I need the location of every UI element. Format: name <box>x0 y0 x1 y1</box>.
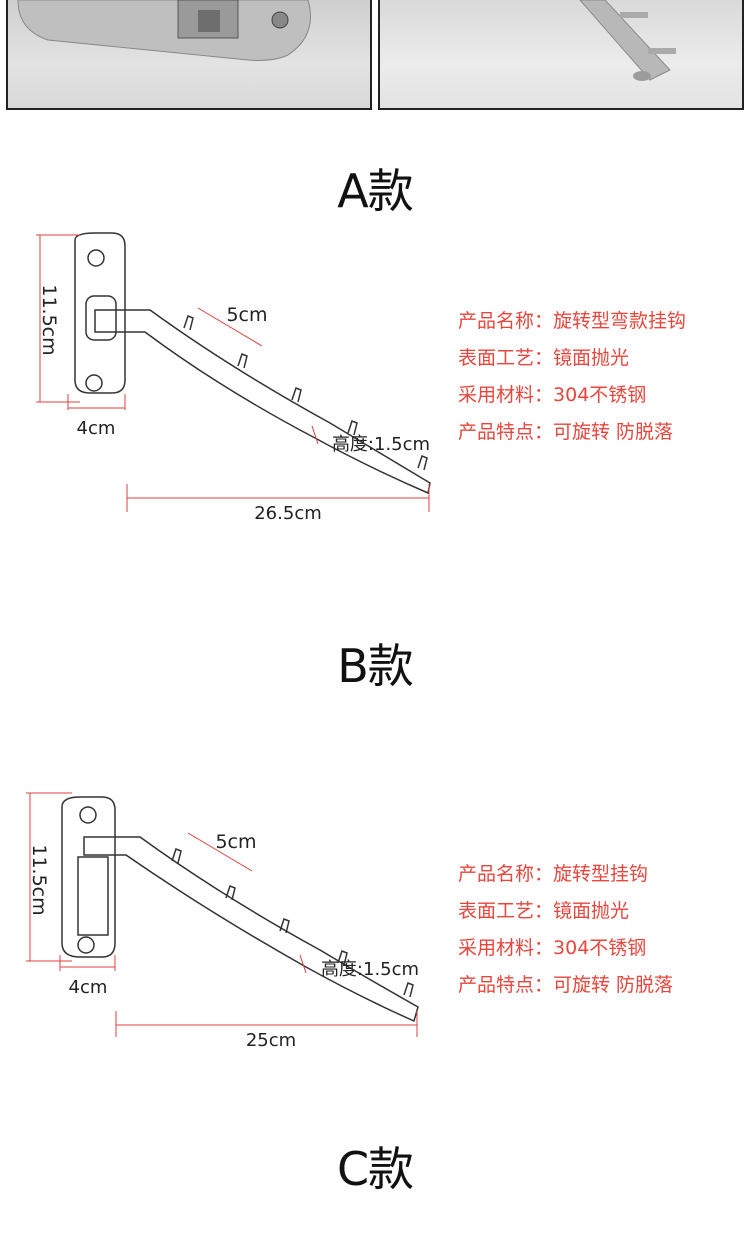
spec-value: 镜面抛光 <box>553 347 630 369</box>
spec-row: 产品特点：可旋转 防脱落 <box>458 967 673 1004</box>
peg-3 <box>291 387 302 403</box>
peg-4 <box>347 420 358 436</box>
screw-hole-top <box>87 249 105 267</box>
peg-1 <box>183 315 194 331</box>
product-photo-a-closeup <box>6 0 372 110</box>
hinge-slot <box>85 295 117 341</box>
dim-spacing-b <box>187 832 253 872</box>
spec-label: 采用材料： <box>458 384 554 406</box>
spec-label: 表面工艺： <box>458 900 554 922</box>
hinge-slot <box>77 856 109 936</box>
dim-height-b <box>26 792 72 962</box>
wall-plate <box>74 232 126 394</box>
screw-hole-bottom <box>85 374 103 392</box>
dim-width-a <box>67 394 126 410</box>
dim-spacing-a <box>197 307 263 347</box>
spec-row: 表面工艺：镜面抛光 <box>458 893 673 930</box>
dim-width-label-b: 4cm <box>69 977 108 998</box>
spec-row: 产品特点：可旋转 防脱落 <box>458 414 686 451</box>
dim-spacing-label-b: 5cm <box>215 831 256 853</box>
dim-hook-height-label-b: 高度:1.5cm <box>321 959 419 980</box>
bracket-photo-graphic <box>17 0 311 61</box>
peg-2 <box>237 353 248 369</box>
dim-length-b <box>115 1011 418 1037</box>
spec-row: 表面工艺：镜面抛光 <box>458 340 686 377</box>
product-photo-rod-closeup <box>378 0 744 110</box>
peg-5 <box>403 982 414 998</box>
peg-2 <box>225 885 236 901</box>
rod-photo-graphic <box>579 0 676 81</box>
spec-value: 可旋转 防脱落 <box>553 421 674 443</box>
dim-length-label-a: 26.5cm <box>254 503 322 524</box>
peg-1 <box>171 848 182 864</box>
peg-4 <box>337 950 348 966</box>
spec-label: 产品名称： <box>458 310 554 332</box>
dim-spacing-label-a: 5cm <box>226 304 267 326</box>
spec-label: 产品特点： <box>458 421 554 443</box>
dim-hook-height-b <box>299 954 307 974</box>
dim-width-b <box>59 955 116 971</box>
hook-diagram-b: 11.5cm 4cm 5cm 高度:1.5cm 25cm <box>26 792 419 1051</box>
spec-label: 产品名称： <box>458 863 554 885</box>
spec-row: 采用材料：304不锈钢 <box>458 930 673 967</box>
dim-hook-height-a <box>311 425 319 445</box>
screw-hole-top <box>79 806 97 824</box>
spec-value: 304不锈钢 <box>553 937 647 959</box>
wall-plate <box>61 796 116 958</box>
section-title-a: A款 <box>337 164 413 218</box>
section-title-b: B款 <box>337 639 414 693</box>
dim-length-a <box>126 484 430 512</box>
spec-value: 镜面抛光 <box>553 900 630 922</box>
spec-list-b: 产品名称：旋转型挂钩 表面工艺：镜面抛光 采用材料：304不锈钢 产品特点：可旋… <box>458 856 673 1004</box>
peg-3 <box>279 918 290 934</box>
spec-list-a: 产品名称：旋转型弯款挂钩 表面工艺：镜面抛光 采用材料：304不锈钢 产品特点：… <box>458 303 686 451</box>
peg-5 <box>417 455 428 471</box>
dim-hook-height-label-a: 高度:1.5cm <box>332 434 430 455</box>
spec-label: 表面工艺： <box>458 347 554 369</box>
spec-value: 旋转型挂钩 <box>553 863 649 885</box>
screw-hole-bottom <box>77 936 95 954</box>
spec-row: 产品名称：旋转型弯款挂钩 <box>458 303 686 340</box>
dim-height-label-b: 11.5cm <box>28 844 50 915</box>
dim-height-a <box>36 234 80 403</box>
spec-row: 产品名称：旋转型挂钩 <box>458 856 673 893</box>
spec-label: 产品特点： <box>458 974 554 996</box>
hook-arm <box>94 309 431 495</box>
hook-arm <box>83 836 419 1023</box>
spec-value: 旋转型弯款挂钩 <box>553 310 687 332</box>
dim-height-label-a: 11.5cm <box>38 284 60 355</box>
hook-diagram-a: 11.5cm 4cm 5cm 高度:1.5cm 26.5cm <box>36 232 431 524</box>
spec-value: 可旋转 防脱落 <box>553 974 674 996</box>
dim-width-label-a: 4cm <box>77 418 116 439</box>
dim-length-label-b: 25cm <box>246 1030 296 1051</box>
spec-label: 采用材料： <box>458 937 554 959</box>
section-title-c: C款 <box>336 1142 414 1196</box>
spec-value: 304不锈钢 <box>553 384 647 406</box>
spec-row: 采用材料：304不锈钢 <box>458 377 686 414</box>
